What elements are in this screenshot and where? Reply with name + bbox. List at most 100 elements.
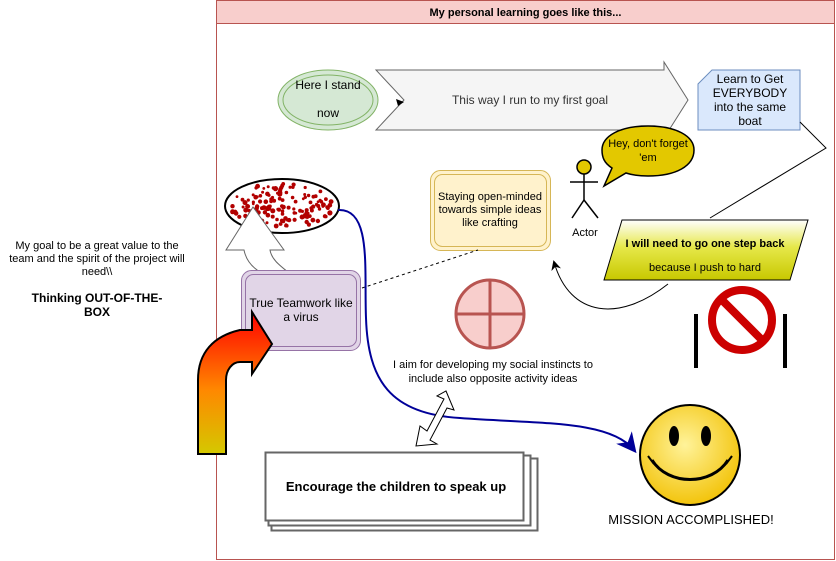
virus-dot [276,191,279,195]
virus-dot [324,197,328,202]
virus-dot [246,198,250,202]
step-back-line1: I will need to go one step back [625,238,785,250]
virus-dot [258,194,263,198]
open-minded-text: Staying open-minded towards simple ideas… [438,190,542,229]
virus-dot [235,195,239,199]
virus-dot [321,204,325,208]
virus-dot [318,198,322,202]
virus-dot [243,207,249,213]
virus-dot [292,207,296,211]
virus-dot [278,187,283,192]
virus-dot [306,193,311,198]
virus-dot [309,208,314,213]
virus-dot [251,202,255,206]
virus-dot [255,183,260,189]
open-minded-outer[interactable] [430,170,551,251]
virus-dot [280,212,285,216]
social-text: I aim for developing my social instincts… [393,359,593,385]
actor-label: Actor [572,227,598,239]
virus-dot [303,195,307,199]
virus-dot [285,223,289,228]
virus-dot [263,199,269,204]
goal-to-stepback-connector [709,121,827,219]
virus-dot [288,185,292,189]
virus-dot [327,210,333,216]
virus-dot [272,186,279,192]
virus-dot [300,209,304,213]
virus-dot [266,185,270,189]
virus-dot [286,218,289,222]
virus-dot [230,204,235,209]
virus-dot [251,193,255,197]
dashed-link [361,249,479,289]
virus-dot [266,205,272,211]
virus-dot [304,208,309,213]
mission-text: MISSION ACCOMPLISHED! [608,511,774,527]
virus-dot [308,200,313,205]
virus-dot [281,182,286,186]
virus-dot [326,206,330,211]
virus-dot [237,214,242,219]
virus-dot [270,208,276,214]
virus-dot [258,199,263,204]
virus-dot [270,214,275,219]
virus-dot [324,214,328,219]
cross-circle-icon[interactable] [454,278,526,350]
actor-icon[interactable] [570,159,599,219]
teamwork-outer[interactable] [241,270,361,351]
virus-dot [284,190,289,195]
virus-dot [278,222,283,226]
encourage-text[interactable]: Encourage the children to speak up [285,479,507,494]
double-arrow-icon[interactable] [415,390,455,447]
virus-dot [262,187,266,190]
start-line1: Here I stand [295,78,361,92]
virus-dot [275,217,279,222]
virus-dot [292,217,297,222]
start-ellipse-outer[interactable] [277,69,379,131]
virus-dot [233,209,237,213]
virus-dot [293,199,298,204]
virus-dot [276,207,280,211]
step-back-shape[interactable] [603,219,809,281]
virus-dot [262,210,268,215]
virus-dot [277,196,282,201]
frame-title: My personal learning goes like this... [429,6,622,19]
goal-note-shape[interactable] [697,69,801,131]
virus-to-smiley-connector [337,208,637,454]
virus-dot [279,218,284,223]
virus-dot [261,190,265,194]
virus-dot [260,206,264,211]
stepback-to-openminded-connector [551,260,669,310]
curved-arrow-icon[interactable] [197,308,274,455]
virus-dot [292,211,297,215]
virus-dot [317,207,322,211]
callout-text: Hey, don't forget 'em [608,138,688,164]
virus-dot [311,204,316,209]
virus-dot [280,209,285,213]
virus-dot [316,204,321,208]
virus-dot [280,198,285,203]
small-arrow-icon [396,99,404,106]
start-line2: now [316,106,339,120]
virus-dot [328,199,334,205]
teamwork-text: True Teamwork like a virus [249,296,353,324]
start-ellipse-text: Here I stand now [283,78,373,120]
callout-shape[interactable] [601,125,695,188]
virus-dot [286,205,291,210]
virus-dot [306,211,310,215]
virus-dot [255,195,259,199]
virus-dot [303,193,307,196]
virus-dot [265,191,270,197]
virus-dot [280,204,284,209]
virus-dot [306,222,311,227]
virus-dot [299,214,305,220]
virus-dot [241,205,245,209]
start-ellipse-inner [282,74,374,126]
encourage-front[interactable] [264,451,525,522]
virus-dot [270,195,275,200]
smiley-icon[interactable] [639,404,741,506]
no-entry-icon[interactable] [694,286,787,368]
frame-header [216,0,835,24]
left-note-text: My goal to be a great value to the team … [9,240,185,278]
